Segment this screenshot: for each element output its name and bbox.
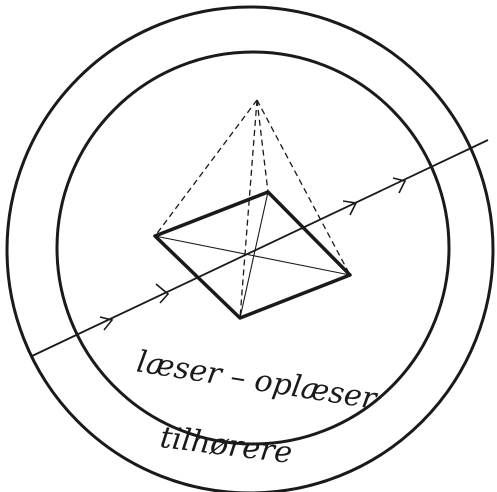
arrow-mark-4 [393, 178, 405, 193]
diagonal-line [32, 140, 488, 356]
pyramid-base-diagonals [155, 192, 350, 318]
outer-circle [7, 7, 493, 492]
outer-label: tilhørere [158, 420, 294, 471]
inner-label: læser – oplæser [134, 344, 380, 417]
